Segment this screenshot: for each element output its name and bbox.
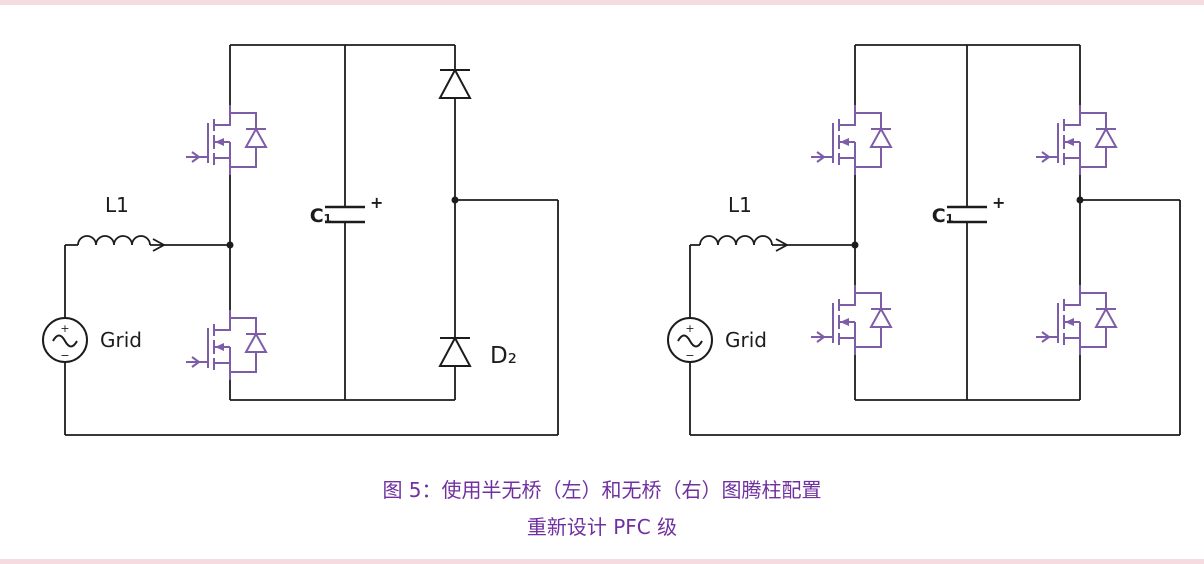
right-cap-label: C₁	[932, 205, 954, 227]
mosfet-right-leg2-high	[1035, 104, 1117, 176]
mosfet-right-leg1-low	[810, 284, 892, 356]
right-cap-polarity: +	[992, 193, 1005, 212]
right-outer-return-rail	[690, 199, 1181, 436]
pfc-circuit-figure: C₁ + D₂ L1 + − Grid	[42, 44, 1181, 436]
bottom-border	[0, 559, 1204, 564]
right-inductor	[690, 235, 855, 246]
left-circuit-semi-bridgeless: C₁ + D₂ L1 + − Grid	[42, 44, 559, 436]
caption-line-1: 图 5：使用半无桥（左）和无桥（右）图腾柱配置	[382, 478, 822, 502]
right-source-plus: +	[685, 322, 694, 335]
boost-diode-top	[439, 69, 471, 99]
left-cap-label: C₁	[310, 205, 332, 227]
mosfet-right-leg1-high	[810, 104, 892, 176]
mosfet-left-high-side	[185, 104, 267, 176]
right-current-arrow	[775, 238, 789, 252]
right-return-node	[1076, 196, 1084, 204]
mosfet-right-leg2-low	[1035, 284, 1117, 356]
left-grid-source: + −	[42, 317, 88, 363]
right-inductor-label: L1	[728, 193, 752, 217]
figure-caption: 图 5：使用半无桥（左）和无桥（右）图腾柱配置 重新设计 PFC 级	[0, 472, 1204, 546]
caption-line-2: 重新设计 PFC 级	[526, 515, 678, 539]
right-source-minus: −	[685, 349, 694, 362]
top-border	[0, 0, 1204, 5]
left-diode-mid-node	[451, 196, 459, 204]
left-cap-polarity: +	[370, 193, 383, 212]
left-outer-return-rail	[65, 199, 559, 436]
right-grid-source: + −	[667, 317, 713, 363]
right-circuit-bridgeless: C₁ + L1 + − Grid	[667, 44, 1181, 436]
right-grid-label: Grid	[725, 328, 767, 352]
return-diode-d2	[439, 337, 471, 367]
left-source-plus: +	[60, 322, 69, 335]
left-inductor-label: L1	[105, 193, 129, 217]
left-current-arrow	[152, 238, 166, 252]
left-cap-plates	[325, 205, 365, 224]
right-cap-plates	[947, 205, 987, 224]
left-inductor	[65, 235, 230, 246]
left-source-minus: −	[60, 349, 69, 362]
mosfet-left-low-side	[185, 309, 267, 381]
d2-label: D₂	[490, 343, 517, 369]
left-grid-label: Grid	[100, 328, 142, 352]
